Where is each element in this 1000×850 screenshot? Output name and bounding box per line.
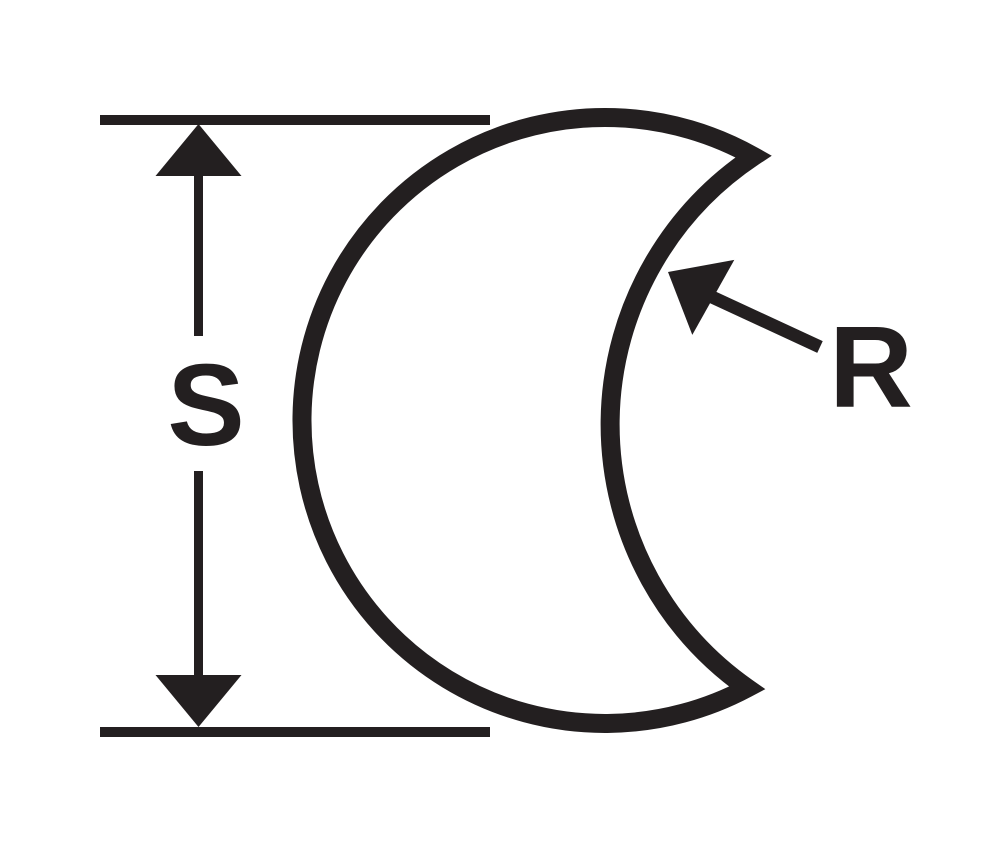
r-radius-label: R (829, 302, 913, 432)
r-leader-line (709, 291, 823, 353)
arrow-up-icon (155, 124, 242, 176)
arrow-up-left-icon (668, 259, 735, 335)
bottom-extension-line (100, 727, 490, 737)
crescent-lens-shape (292, 107, 772, 733)
arrow-down-icon (155, 675, 242, 727)
s-dimension-label: S (167, 340, 244, 470)
top-extension-line (100, 115, 490, 125)
s-dimension-line-upper (194, 158, 203, 336)
s-dimension-line-lower (194, 471, 203, 681)
